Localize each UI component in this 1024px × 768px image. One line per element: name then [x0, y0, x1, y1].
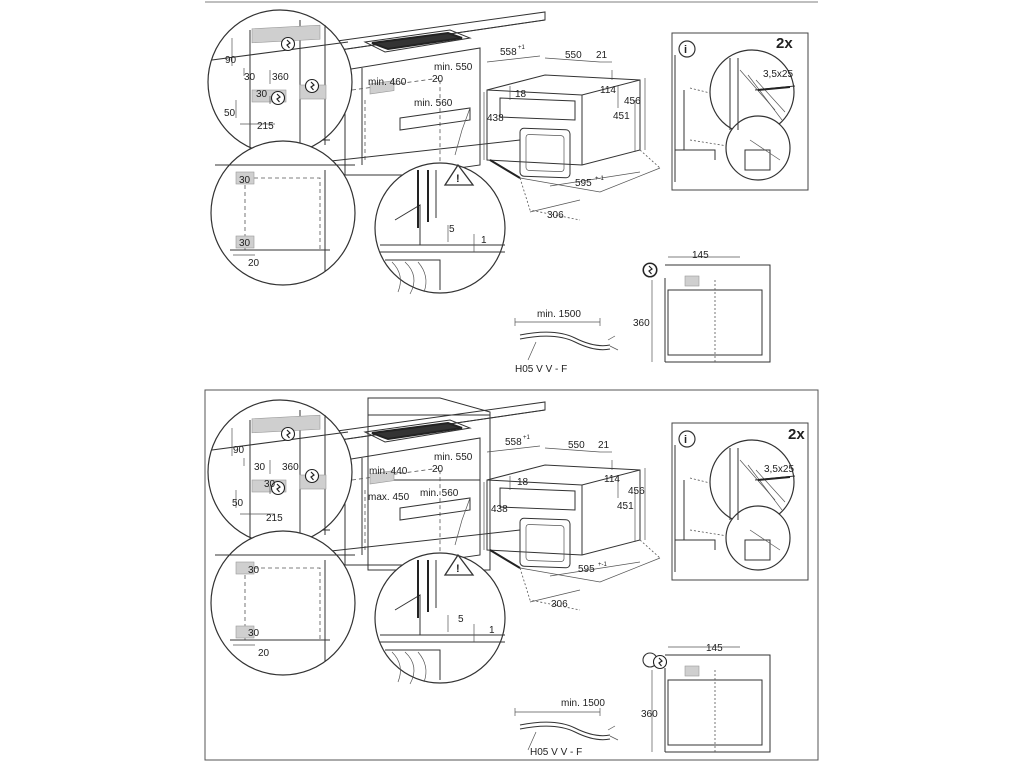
dim-label: 90 — [233, 445, 245, 456]
info-icon: i — [684, 44, 687, 56]
dim-label: 30 — [254, 462, 266, 473]
dim-label: min. 550 — [434, 62, 473, 73]
dim-label: 20 — [258, 648, 270, 659]
dim-label: 21 — [598, 440, 610, 451]
dim-label: 145 — [706, 643, 723, 654]
dim-label: 20 — [432, 74, 444, 85]
dim-label: 558 — [500, 47, 517, 58]
dim-label: 306 — [551, 599, 568, 610]
dim-label: 456 — [624, 96, 641, 107]
dim-label: 306 — [547, 210, 564, 221]
dim-label: 5 — [449, 224, 455, 235]
dim-label: 456 — [628, 486, 645, 497]
dim-label: min. 460 — [368, 77, 407, 88]
dim-label: 438 — [491, 504, 508, 515]
info-icon: i — [684, 434, 687, 446]
dim-label: 1 — [489, 625, 495, 636]
dim-label: 550 — [565, 50, 582, 61]
power-socket-icon — [270, 90, 286, 106]
cable-type-label: H05 V V - F — [530, 747, 582, 758]
bottom-panel: i 90 30 360 30 50 215 min. 440 max. 450 … — [204, 389, 819, 761]
power-socket-icon — [280, 36, 296, 52]
dim-label: 30 — [248, 565, 260, 576]
dim-label: min. 1500 — [561, 698, 605, 709]
dim-label: max. 450 — [368, 492, 410, 503]
dim-label: min. 560 — [420, 488, 459, 499]
panel-border — [204, 389, 819, 761]
dim-label: 360 — [633, 318, 650, 329]
dim-label: 5 — [458, 614, 464, 625]
dim-label: 360 — [282, 462, 299, 473]
dim-sup: +1 — [518, 45, 526, 51]
power-socket-icon — [652, 654, 668, 670]
dim-label: 595 — [575, 178, 592, 189]
dim-label: 90 — [225, 55, 237, 66]
dim-sup: +-1 — [595, 176, 605, 182]
dim-label: 21 — [596, 50, 608, 61]
dim-label: 30 — [244, 72, 256, 83]
dim-label: 30 — [239, 238, 251, 249]
dim-label: 451 — [613, 111, 630, 122]
screw-size-label: 3,5x25 — [764, 464, 794, 475]
dim-sup: +-1 — [598, 562, 608, 568]
power-socket-icon — [642, 262, 658, 278]
dim-label: 1 — [481, 235, 487, 246]
dim-label: 558 — [505, 437, 522, 448]
dim-label: 30 — [239, 175, 251, 186]
dim-label: 18 — [515, 89, 527, 100]
dim-label: 114 — [600, 85, 616, 96]
quantity-label: 2x — [788, 426, 805, 443]
dim-label: min. 550 — [434, 452, 473, 463]
power-socket-icon — [280, 426, 296, 442]
power-socket-icon — [304, 468, 320, 484]
dim-label: 50 — [232, 498, 244, 509]
dim-label: 595 — [578, 564, 595, 575]
dim-label: 114 — [604, 474, 620, 485]
dim-label: min. 440 — [369, 466, 408, 477]
screw-size-label: 3,5x25 — [763, 69, 793, 80]
dim-label: 20 — [248, 258, 260, 269]
dim-label: 360 — [272, 72, 289, 83]
dim-label: 145 — [692, 250, 709, 261]
dim-sup: +1 — [523, 435, 531, 441]
dim-label: min. 560 — [414, 98, 453, 109]
dim-label: min. 1500 — [537, 309, 581, 320]
dim-label: 18 — [517, 477, 529, 488]
dim-label: 360 — [641, 709, 658, 720]
dim-label: 20 — [432, 464, 444, 475]
dim-label: 30 — [248, 628, 260, 639]
dim-label: 30 — [264, 479, 276, 490]
dim-label: 438 — [487, 113, 504, 124]
installation-drawing — [207, 9, 809, 363]
dim-label: 215 — [266, 513, 283, 524]
power-socket-icon — [304, 78, 320, 94]
dim-label: 215 — [257, 121, 274, 132]
quantity-label: 2x — [776, 35, 793, 52]
installation-drawing — [207, 399, 809, 753]
dim-label: 30 — [256, 89, 268, 100]
dim-label: 50 — [224, 108, 236, 119]
dim-label: 451 — [617, 501, 634, 512]
dim-label: 550 — [568, 440, 585, 451]
top-panel: i 90 30 360 30 50 215 min. 460 min. 550 … — [205, 1, 818, 375]
cable-type-label: H05 V V - F — [515, 364, 567, 375]
